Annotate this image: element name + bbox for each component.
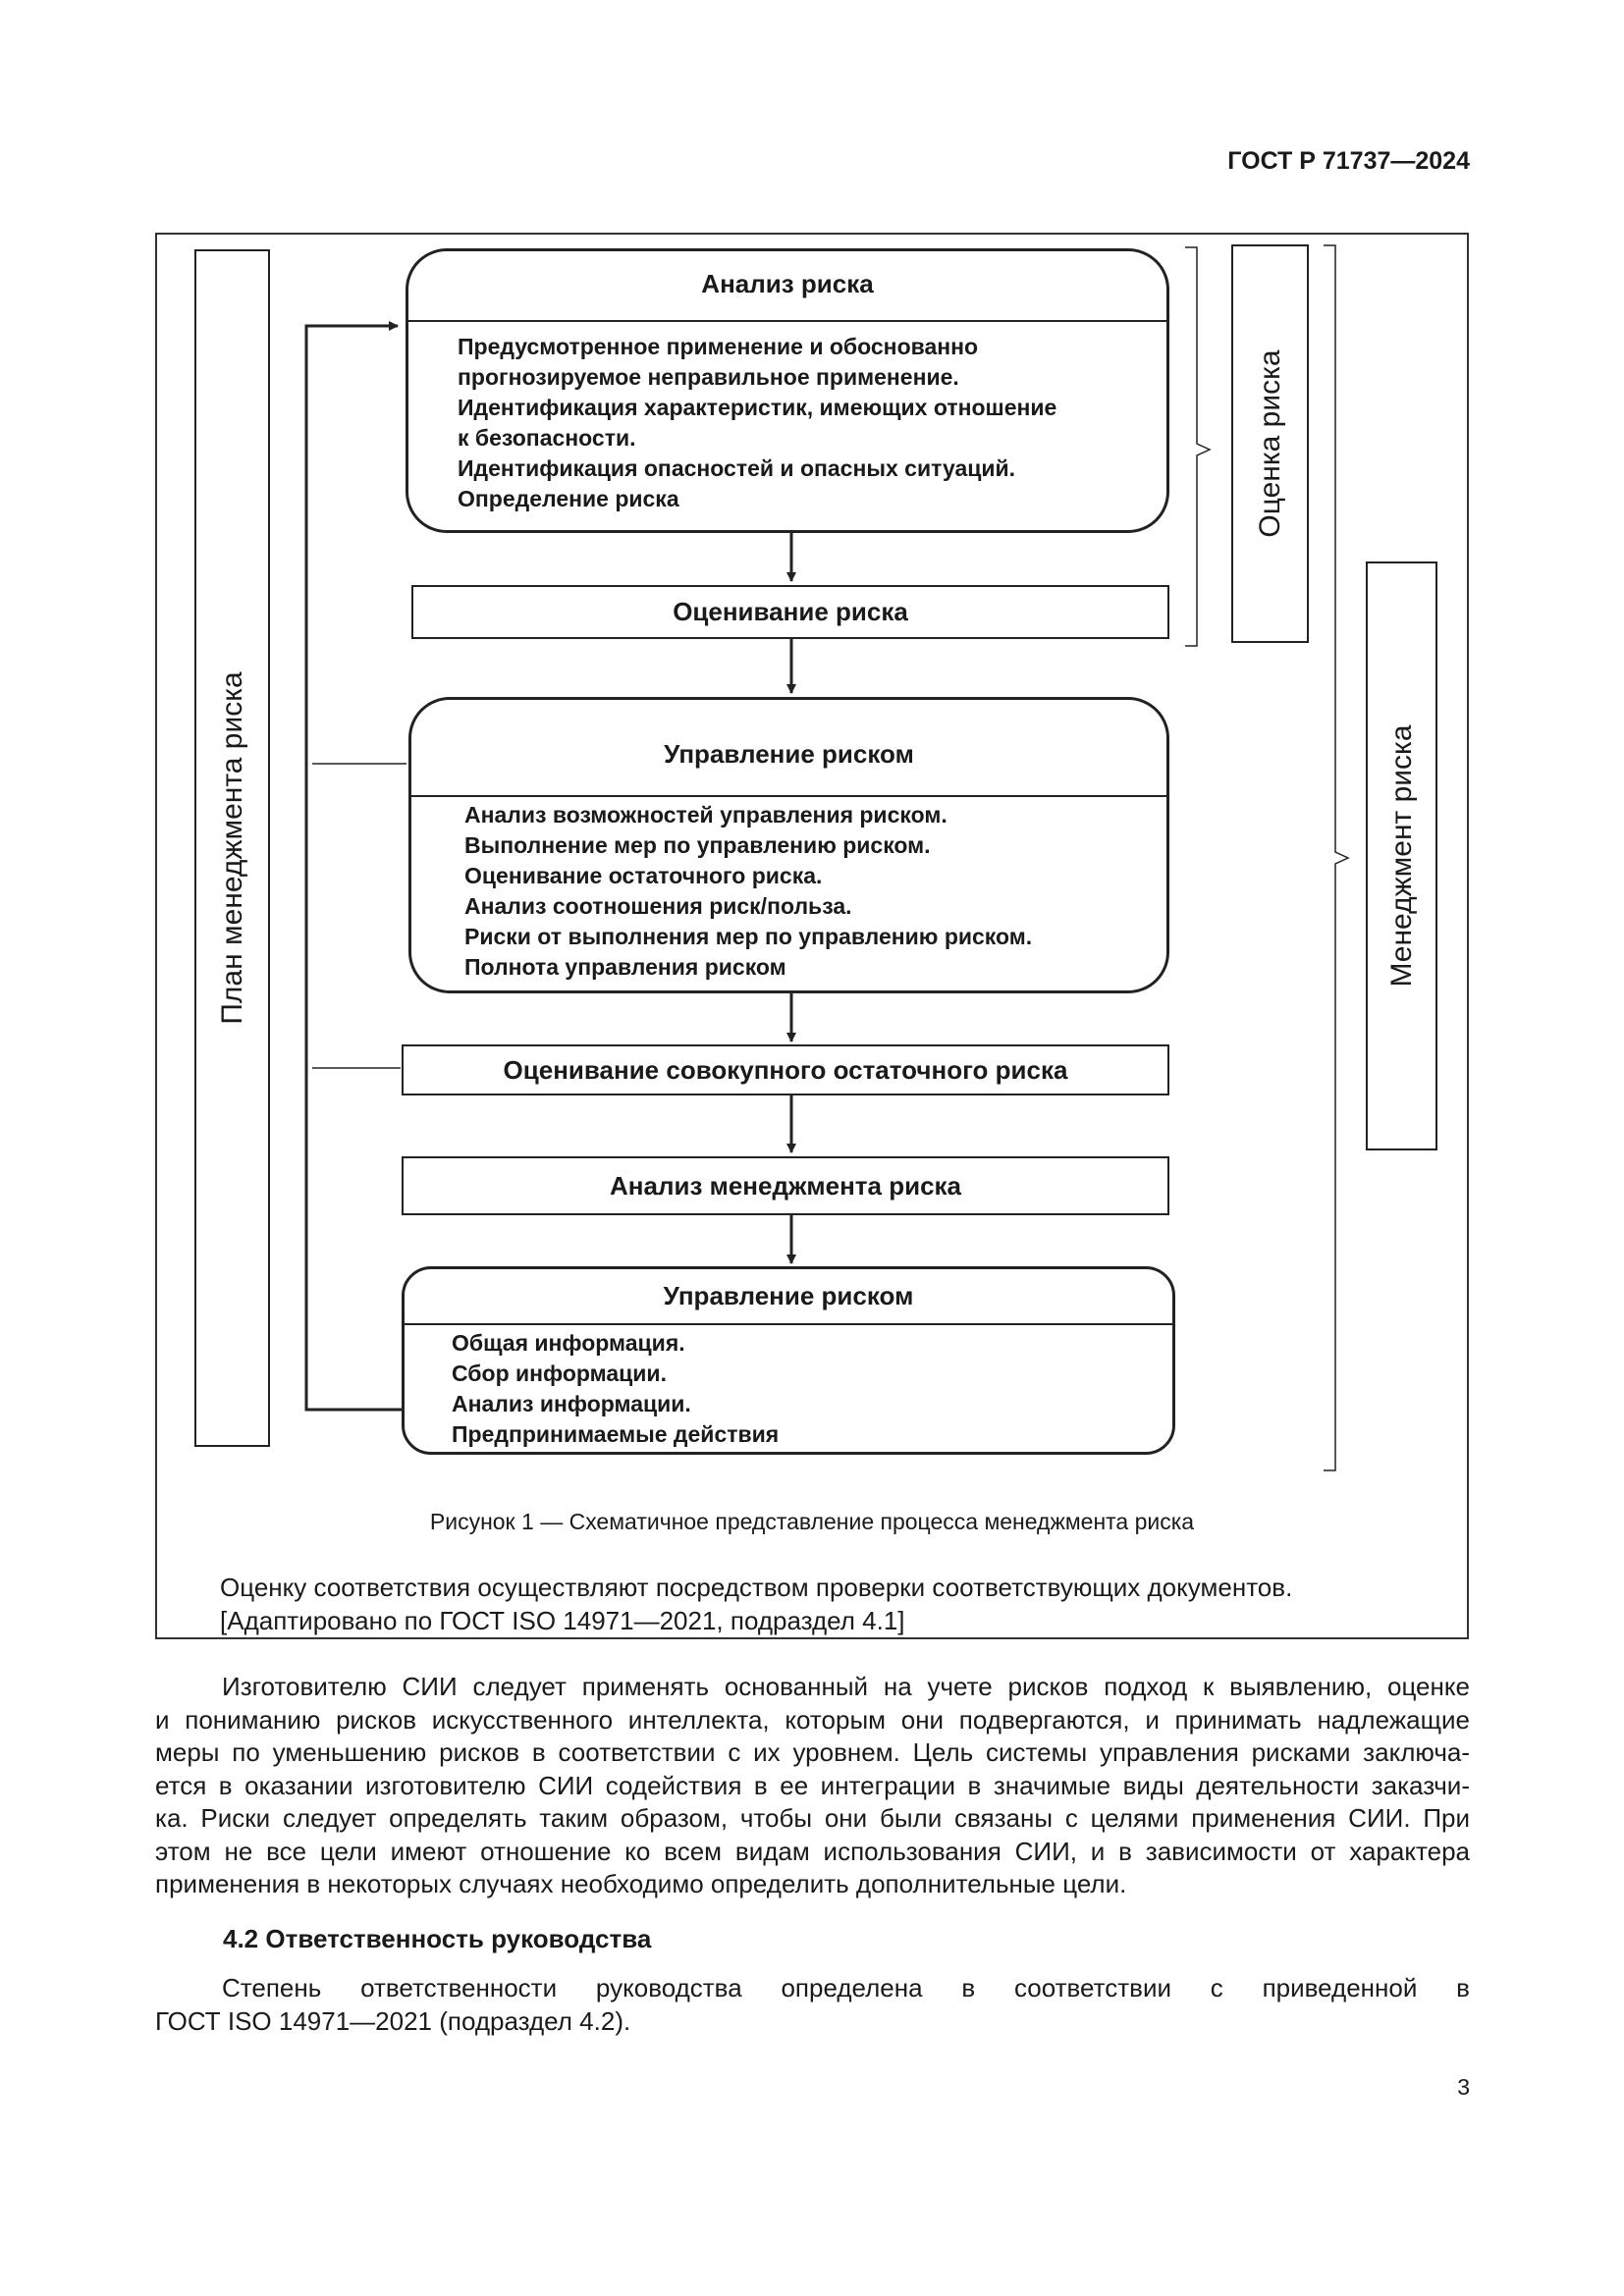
document-code: ГОСТ Р 71737—2024 — [1227, 147, 1470, 175]
risk-management-plan-box: План менеджмента риска — [194, 249, 270, 1447]
list-item: Риски от выполнения мер по управлению ри… — [464, 924, 1033, 949]
list-item: Определение риска — [458, 486, 679, 511]
paragraph-line: ка. Риски следует определять таким образ… — [155, 1803, 1470, 1833]
list-item: прогнозируемое неправильное применение. — [458, 364, 959, 390]
risk-production-title: Управление риском — [663, 1281, 914, 1310]
list-item: Идентификация опасностей и опасных ситуа… — [458, 455, 1016, 481]
risk-production-list: Общая информация. Сбор информации. Анали… — [452, 1328, 779, 1450]
paragraph-1: Изготовителю СИИ следует применять основ… — [155, 1671, 1470, 1901]
risk-evaluation-box: Оценивание риска — [411, 585, 1169, 639]
risk-analysis-box: Анализ риска Предусмотренное применение … — [406, 248, 1169, 533]
list-item: Оценивание остаточного риска. — [464, 863, 823, 888]
paragraph-2: Степень ответственности руководства опре… — [155, 1972, 1470, 2038]
list-item: Анализ возможностей управления риском. — [464, 802, 947, 828]
list-item: Полнота управления риском — [464, 954, 786, 980]
paragraph-line: применения в некоторых случаях необходим… — [155, 1869, 1127, 1898]
feedback-loop-line — [304, 321, 403, 1412]
paragraph-line: ГОСТ ISO 14971—2021 (подраздел 4.2). — [155, 2005, 631, 2036]
list-item: Предпринимаемые действия — [452, 1421, 780, 1447]
figure-frame — [155, 233, 1469, 1639]
figure-caption: Рисунок 1 — Схематичное представление пр… — [429, 1509, 1195, 1534]
risk-analysis-title: Анализ риска — [701, 269, 874, 298]
note-line: [Адаптировано по ГОСТ ISO 14971—2021, по… — [220, 1606, 905, 1635]
section-heading: 4.2 Ответственность руководства — [223, 1924, 652, 1953]
residual-risk-box: Оценивание совокупного остаточного риска — [402, 1044, 1169, 1095]
page-number: 3 — [1457, 2074, 1470, 2100]
risk-production-divider — [405, 1323, 1172, 1325]
risk-control-title: Управление риском — [664, 739, 914, 769]
list-item: к безопасности. — [458, 425, 636, 451]
risk-management-plan-label: План менеджмента риска — [215, 671, 248, 1025]
risk-analysis-list: Предусмотренное применение и обоснованно… — [458, 332, 1056, 514]
list-item: Общая информация. — [452, 1330, 685, 1356]
paragraph-line: Степень ответственности руководства опре… — [222, 1973, 1470, 2002]
paragraph-line: Изготовителю СИИ следует применять основ… — [222, 1672, 1470, 1701]
note-line: Оценку соответствия осуществляют посредс… — [220, 1573, 1293, 1602]
risk-management-label: Менеджмент риска — [1384, 724, 1418, 988]
paragraph-line: меры по уменьшению рисков в соответствии… — [155, 1737, 1470, 1767]
figure-note: Оценку соответствия осуществляют посредс… — [220, 1571, 1292, 1637]
risk-management-box: Менеджмент риска — [1366, 561, 1437, 1150]
risk-control-list: Анализ возможностей управления риском. В… — [464, 800, 1032, 983]
risk-production-box: Управление риском Общая информация. Сбор… — [402, 1266, 1175, 1455]
paragraph-line: этом не все цели имеют отношение ко всем… — [155, 1836, 1470, 1866]
risk-analysis-divider — [408, 320, 1166, 322]
risk-assessment-box: Оценка риска — [1231, 244, 1309, 643]
list-item: Анализ информации. — [452, 1391, 691, 1416]
risk-review-box: Анализ менеджмента риска — [402, 1156, 1169, 1215]
brace-risk-assessment — [1185, 246, 1212, 647]
paragraph-line: и пониманию рисков искусственного интелл… — [155, 1704, 1470, 1735]
list-item: Сбор информации. — [452, 1361, 667, 1386]
risk-assessment-label: Оценка риска — [1253, 349, 1286, 538]
risk-control-box: Управление риском Анализ возможностей уп… — [408, 697, 1169, 993]
list-item: Идентификация характеристик, имеющих отн… — [458, 395, 1057, 420]
paragraph-line: ется в оказании изготовителю СИИ содейст… — [155, 1770, 1470, 1800]
list-item: Предусмотренное применение и обоснованно — [458, 334, 979, 359]
list-item: Выполнение мер по управлению риском. — [464, 832, 931, 858]
brace-risk-management — [1324, 244, 1350, 1471]
list-item: Анализ соотношения риск/польза. — [464, 893, 852, 919]
risk-control-divider — [411, 795, 1166, 797]
